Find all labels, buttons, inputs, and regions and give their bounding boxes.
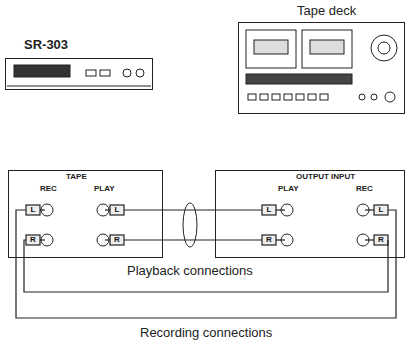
cable <box>24 240 26 258</box>
channel-letter: R <box>374 235 388 245</box>
plug-pin <box>105 239 110 240</box>
channel-letter: L <box>374 205 388 215</box>
plug-pin <box>40 209 45 210</box>
jack <box>97 234 109 246</box>
plug-pin <box>365 239 374 240</box>
connection-label: Recording connections <box>137 325 275 340</box>
cassette-window <box>310 40 344 54</box>
receiver-sketch <box>7 65 151 86</box>
jack <box>41 204 53 216</box>
jack <box>41 234 53 246</box>
tape-deck-outline: Tape deck <box>238 22 405 114</box>
device-name: SR-303 <box>24 38 68 52</box>
cassette-window <box>254 40 288 54</box>
plug-pin <box>276 239 285 240</box>
volume-knob-cap <box>378 42 390 54</box>
jack-label: PLAY <box>94 185 115 194</box>
jack-label: REC <box>40 185 57 194</box>
channel-letter: L <box>26 205 40 215</box>
device-name: Tape deck <box>297 4 356 18</box>
jack-panel: OUTPUT INPUT PLAY REC <box>215 170 405 258</box>
plug-pin <box>365 209 374 210</box>
jacks <box>41 204 369 246</box>
knob <box>371 94 377 100</box>
channel-letter: L <box>110 205 124 215</box>
plug-body <box>374 205 388 215</box>
jack-label: REC <box>356 185 373 194</box>
cable <box>215 209 262 210</box>
button <box>320 94 328 100</box>
panel-heading: OUTPUT INPUT <box>296 173 355 182</box>
display-window <box>14 65 70 77</box>
meter-strip <box>246 74 352 84</box>
volume-knob <box>371 35 397 61</box>
cable <box>124 239 163 240</box>
plugs <box>16 205 396 258</box>
playback-cable <box>163 210 215 240</box>
cable <box>215 239 262 240</box>
jack <box>97 204 109 216</box>
channel-letter: L <box>262 205 276 215</box>
jack-label: PLAY <box>278 185 299 194</box>
button <box>284 94 292 100</box>
knob <box>385 92 395 102</box>
plug-pin <box>40 239 45 240</box>
button <box>272 94 280 100</box>
cable <box>124 209 163 210</box>
plug-body <box>262 205 276 215</box>
plug-body <box>262 235 276 245</box>
plug-body <box>26 235 40 245</box>
plug-pin <box>276 209 285 210</box>
knob <box>123 69 131 77</box>
button <box>86 70 96 76</box>
channel-letter: R <box>262 235 276 245</box>
cassette-door <box>246 30 296 68</box>
plug-pin <box>105 209 110 210</box>
cassette-door <box>302 30 352 68</box>
plug-body <box>26 205 40 215</box>
plug-body <box>110 205 124 215</box>
receiver-outline: SR-303 <box>5 58 153 90</box>
button <box>248 94 256 100</box>
panel-heading: TAPE <box>66 173 87 182</box>
channel-letter: R <box>26 235 40 245</box>
button <box>100 70 110 76</box>
plug-body <box>374 235 388 245</box>
connection-label: Playback connections <box>124 263 256 278</box>
knob <box>136 69 144 77</box>
base-line <box>7 86 151 87</box>
tape-deck-sketch <box>246 30 397 102</box>
cable <box>387 240 388 258</box>
button <box>260 94 268 100</box>
knob <box>359 94 365 100</box>
channel-letter: R <box>110 235 124 245</box>
plug-body <box>110 235 124 245</box>
button <box>308 94 316 100</box>
recording-cable <box>16 258 396 318</box>
cable <box>16 210 26 258</box>
cable <box>388 210 396 258</box>
button <box>296 94 304 100</box>
